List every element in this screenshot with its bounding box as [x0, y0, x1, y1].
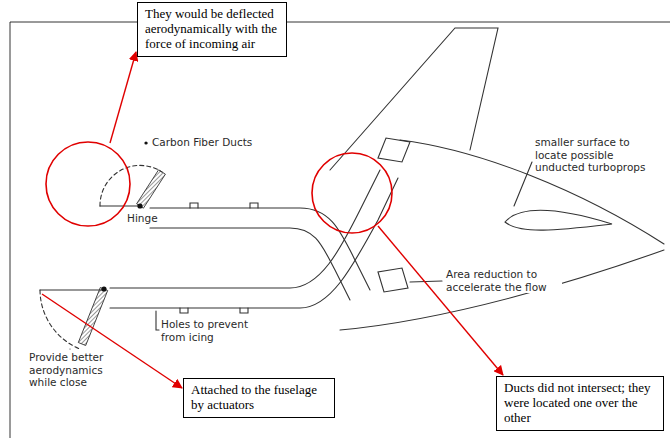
- frame: [10, 22, 670, 438]
- hinge-dot: [101, 286, 106, 291]
- handwritten-note: Provide better aerodynamics while close: [28, 351, 112, 389]
- handwritten-note: Area reduction to accelerate the flow: [445, 268, 562, 293]
- callout-text: They would be deflected aerodynamically …: [145, 7, 279, 52]
- highlight-circle: [46, 142, 130, 226]
- callout-text: Ducts did not intersect; they were locat…: [504, 381, 656, 426]
- callout-box: Attached to the fuselage by actuators: [183, 378, 335, 418]
- hinge-dot: [137, 203, 142, 208]
- red-arrow: [110, 52, 136, 143]
- callout-box: Ducts did not intersect; they were locat…: [496, 376, 664, 431]
- handwritten-note: Hinge: [126, 212, 168, 225]
- handwritten-note: smaller surface to locate possible unduc…: [534, 136, 666, 174]
- flap-open: [78, 288, 107, 346]
- callout-text: Attached to the fuselage by actuators: [191, 383, 327, 413]
- handwritten-note: Carbon Fiber Ducts: [151, 136, 263, 149]
- callout-box: They would be deflected aerodynamically …: [137, 2, 287, 57]
- flap-open: [137, 170, 166, 208]
- highlight-circle: [312, 153, 392, 233]
- bullet-dot: [144, 141, 147, 144]
- red-arrow: [378, 226, 503, 375]
- aircraft-tail: [40, 28, 664, 349]
- handwritten-note: Holes to prevent from icing: [160, 318, 257, 343]
